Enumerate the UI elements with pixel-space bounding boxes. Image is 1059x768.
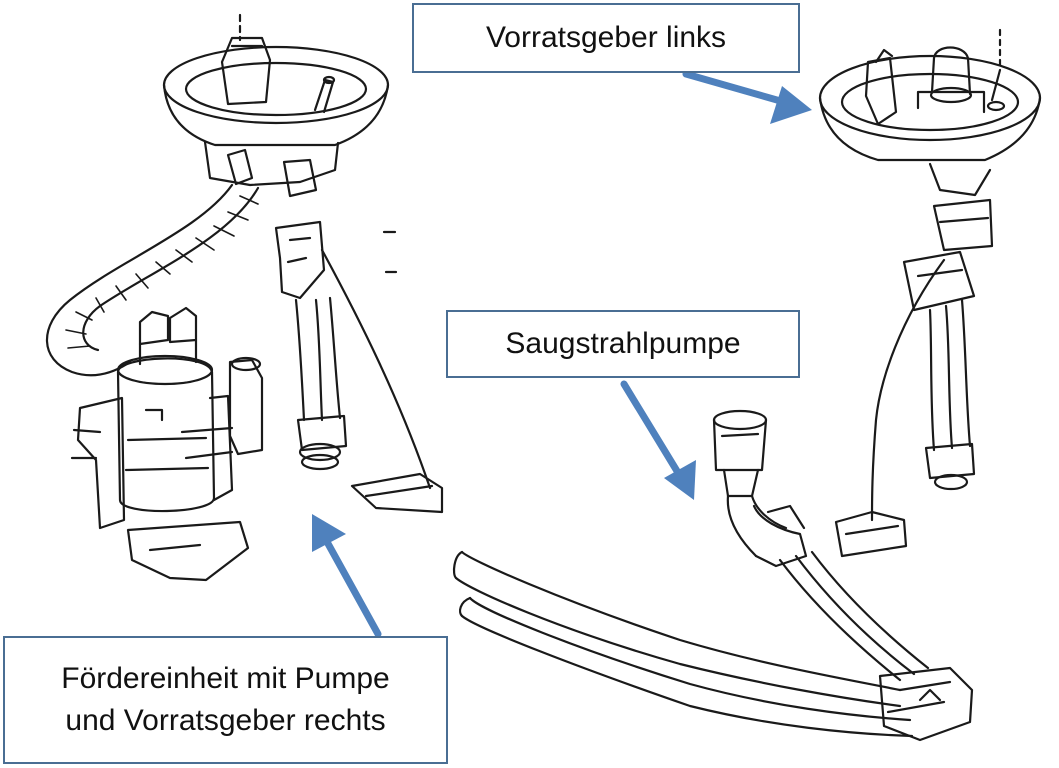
arrows <box>312 70 812 638</box>
sender-left-drawing <box>818 28 1042 558</box>
delivery-unit-drawing <box>45 13 444 582</box>
label-delivery-unit-line2: und Vorratsgeber rechts <box>65 704 386 737</box>
arrow-to-delivery-unit <box>312 514 382 638</box>
label-sender-left-text: Vorratsgeber links <box>485 21 727 54</box>
label-jet-pump-text: Saugstrahlpumpe <box>505 327 741 360</box>
jet-pump-drawing <box>452 409 974 742</box>
label-delivery-unit: Fördereinheit mit Pumpe und Vorratsgeber… <box>3 636 448 764</box>
label-jet-pump: Saugstrahlpumpe <box>446 310 800 378</box>
label-sender-left: Vorratsgeber links <box>412 3 800 73</box>
arrow-to-sender-left <box>682 70 812 124</box>
label-delivery-unit-line1: Fördereinheit mit Pumpe <box>61 662 390 695</box>
arrow-to-jet-pump <box>620 380 696 500</box>
